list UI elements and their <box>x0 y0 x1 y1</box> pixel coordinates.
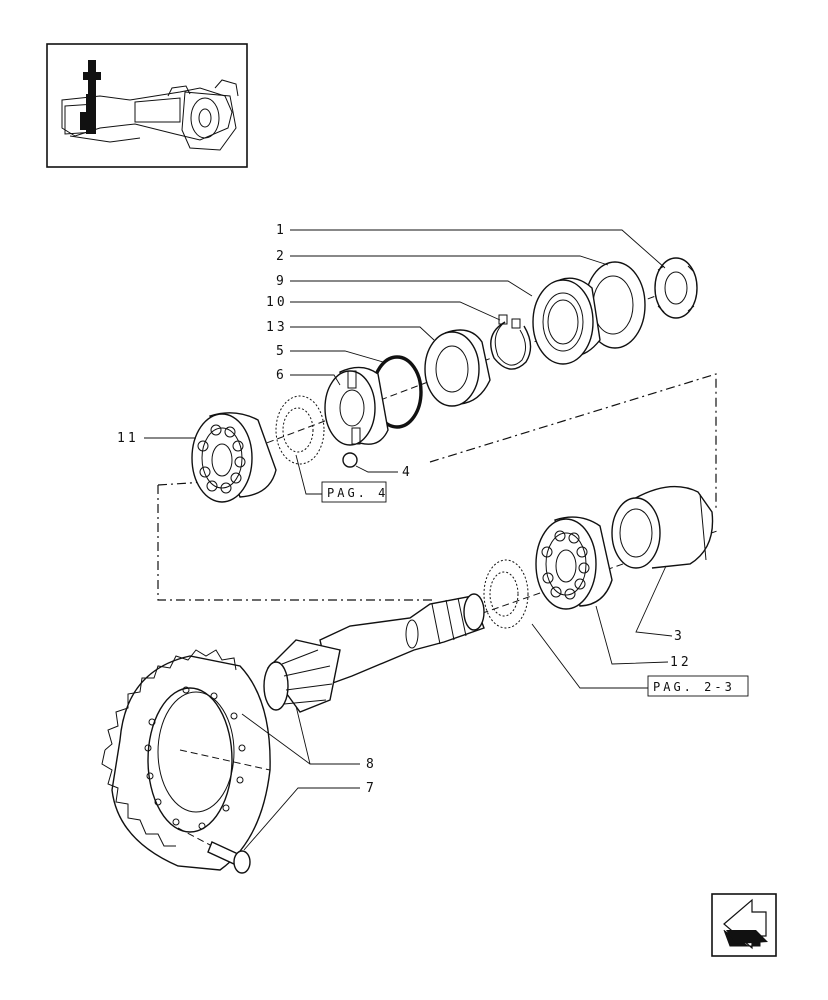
callout-4: 4 <box>402 465 413 480</box>
reference-pag-2-3[interactable]: PAG. 2-3 <box>647 675 749 697</box>
callout-1: 1 <box>276 223 287 238</box>
pinion-shaft-part <box>319 593 485 685</box>
callout-7: 7 <box>366 781 377 796</box>
ring-nut-part <box>654 257 698 319</box>
roller-bearing-upper-part <box>191 412 277 503</box>
reference-pag-4-label: PAG. 4 <box>327 486 388 500</box>
callout-3: 3 <box>674 629 685 644</box>
spacer-sleeve-part <box>424 329 491 407</box>
callout-10: 10 <box>266 295 288 310</box>
assembly-boundary <box>157 373 717 601</box>
callout-13: 13 <box>266 320 288 335</box>
circlip-part <box>490 314 532 370</box>
callout-9: 9 <box>276 274 287 289</box>
split-collar-part <box>324 366 389 446</box>
ball-part <box>342 452 358 468</box>
callout-2: 2 <box>276 249 287 264</box>
callout-6: 6 <box>276 368 287 383</box>
callout-12: 12 <box>670 655 692 670</box>
roller-bearing-lower-part <box>535 516 613 610</box>
callout-5: 5 <box>276 344 287 359</box>
bolt-part <box>177 827 251 874</box>
sleeve-lower-part <box>611 485 714 569</box>
crown-wheel-part <box>101 649 271 871</box>
reference-pag-4[interactable]: PAG. 4 <box>321 481 388 503</box>
axle-assembly-thumbnail-icon[interactable] <box>46 43 248 168</box>
shim-upper-part <box>275 395 325 465</box>
callout-11: 11 <box>117 431 139 446</box>
reference-pag-2-3-label: PAG. 2-3 <box>653 680 735 694</box>
back-arrow-icon[interactable] <box>711 893 777 957</box>
bearing-cup-part <box>532 277 601 365</box>
leader-lines <box>144 229 673 851</box>
shim-lower-part <box>483 559 529 629</box>
bevel-pinion-part <box>263 639 341 713</box>
callout-8: 8 <box>366 757 377 772</box>
